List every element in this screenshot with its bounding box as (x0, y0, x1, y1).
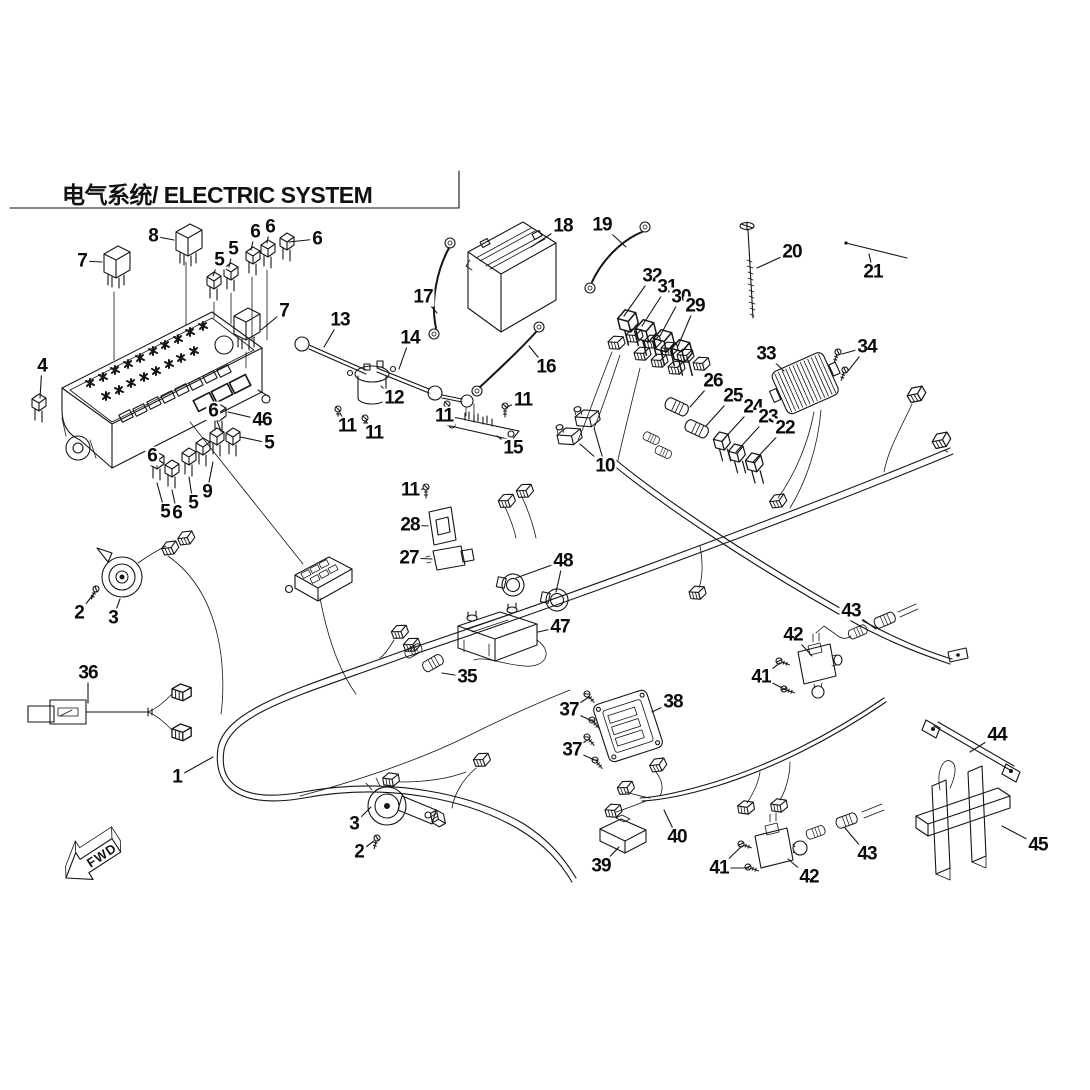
callout-22: 22 (773, 417, 797, 439)
horn (365, 777, 437, 850)
callout-47: 47 (548, 616, 572, 638)
fuse-box (61, 261, 304, 565)
callout-12: 12 (382, 387, 406, 409)
callout-20: 20 (780, 241, 804, 263)
callout-15: 15 (501, 437, 525, 459)
callout-11: 11 (362, 422, 386, 444)
speaker (88, 545, 167, 601)
flag-connector-27 (425, 545, 475, 571)
sensor-42-lower (736, 803, 885, 875)
long-screw (739, 221, 756, 319)
battery-cables (294, 221, 651, 419)
callout-36: 36 (76, 662, 100, 684)
callout-7: 7 (75, 250, 89, 272)
callout-6: 6 (145, 445, 159, 467)
sensor-42-upper (774, 603, 919, 699)
callout-7: 7 (277, 300, 291, 322)
relay-box-39 (599, 814, 647, 854)
callout-6: 6 (206, 400, 220, 422)
callout-11: 11 (398, 479, 422, 501)
callout-6: 6 (263, 216, 277, 238)
bracket-45 (915, 760, 1011, 881)
callout-43: 43 (855, 843, 879, 865)
callout-11: 11 (335, 415, 359, 437)
callout-5: 5 (158, 501, 172, 523)
callout-48: 48 (551, 550, 575, 572)
callout-8: 8 (146, 225, 160, 247)
bracket-28 (422, 483, 457, 546)
callout-18: 18 (551, 215, 575, 237)
battery (465, 221, 557, 333)
callout-37: 37 (560, 739, 584, 761)
callout-3: 3 (347, 813, 361, 835)
callout-45: 45 (1026, 834, 1050, 856)
diagnostic-plug (27, 683, 192, 742)
callout-2: 2 (72, 602, 86, 624)
callout-27: 27 (397, 547, 421, 569)
junction-box (284, 556, 357, 695)
callout-42: 42 (797, 866, 821, 888)
harness-connector-bank (577, 326, 712, 461)
callout-6: 6 (310, 228, 324, 250)
callout-19: 19 (590, 214, 614, 236)
callout-35: 35 (455, 666, 479, 688)
callout-14: 14 (398, 327, 422, 349)
callout-13: 13 (328, 309, 352, 331)
callout-46: 46 (250, 409, 274, 431)
callout-25: 25 (721, 385, 745, 407)
callout-34: 34 (855, 336, 879, 358)
callout-16: 16 (534, 356, 558, 378)
callout-40: 40 (665, 826, 689, 848)
callout-37: 37 (557, 699, 581, 721)
callout-1: 1 (170, 766, 184, 788)
callout-3: 3 (106, 607, 120, 629)
callout-38: 38 (661, 691, 685, 713)
callout-43: 43 (839, 600, 863, 622)
callout-4: 4 (35, 355, 49, 377)
callout-39: 39 (589, 855, 613, 877)
callout-29: 29 (683, 295, 707, 317)
callout-17: 17 (411, 286, 435, 308)
relay-connectors-10 (555, 406, 601, 446)
ignition-coil (402, 602, 547, 674)
callout-33: 33 (754, 343, 778, 365)
callout-26: 26 (701, 370, 725, 392)
callout-5: 5 (226, 238, 240, 260)
ecu-module (582, 689, 663, 771)
strap-44 (921, 719, 1021, 783)
voltage-regulator (767, 347, 850, 512)
callout-5: 5 (262, 432, 276, 454)
callout-11: 11 (511, 389, 535, 411)
callout-41: 41 (707, 857, 731, 879)
sub-harness-40 (603, 697, 887, 821)
callout-5: 5 (212, 249, 226, 271)
callout-10: 10 (593, 455, 617, 477)
callout-44: 44 (985, 724, 1009, 746)
callout-6: 6 (248, 221, 262, 243)
callout-11: 11 (432, 405, 456, 427)
title-block-rule (9, 170, 460, 209)
callout-28: 28 (398, 514, 422, 536)
callout-21: 21 (861, 261, 885, 283)
page-title: 电气系统/ ELECTRIC SYSTEM (62, 182, 373, 208)
callout-6: 6 (170, 502, 184, 524)
callout-42: 42 (781, 624, 805, 646)
callout-2: 2 (352, 841, 366, 863)
main-wire-harness (159, 382, 969, 883)
callout-9: 9 (200, 481, 214, 503)
callout-41: 41 (749, 666, 773, 688)
callout-5: 5 (186, 492, 200, 514)
tie-rod (844, 241, 908, 259)
